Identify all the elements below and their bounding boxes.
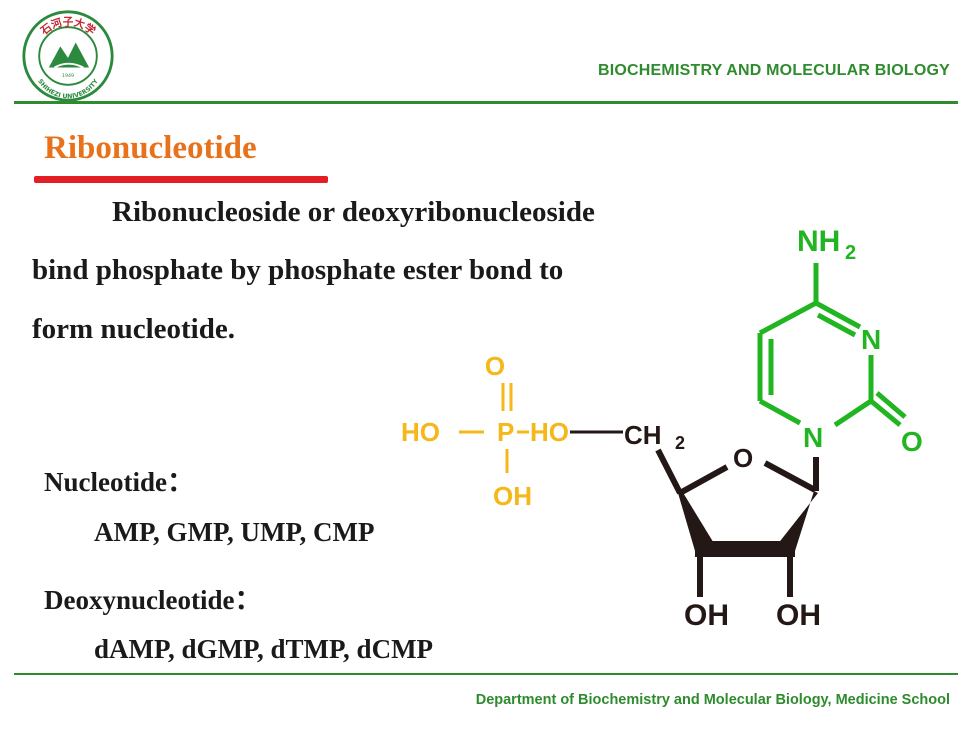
nucleotide-items: AMP, GMP, UMP, CMP [94, 517, 375, 547]
ch2-subscript: 2 [675, 433, 685, 453]
header-title: BIOCHEMISTRY AND MOLECULAR BIOLOGY [598, 62, 950, 79]
ring-oxygen: O [733, 443, 753, 473]
phosphate-group: O HO P HO OH [401, 351, 569, 511]
phosphate-ho-right: HO [530, 417, 569, 447]
slide-title: Ribonucleotide [44, 130, 257, 166]
sugar-oh-right: OH [776, 599, 821, 632]
university-logo-icon: 石河子大学 SHIHEZI UNIVERSITY 1949 [22, 10, 114, 102]
logo-year: 1949 [62, 73, 74, 79]
nucleotide-label: Nucleotide： [44, 467, 194, 497]
phosphate-o-top: O [485, 351, 505, 381]
ribose-sugar: CH 2 O OH OH [570, 420, 821, 632]
deoxynucleotide-label: Deoxynucleotide： [44, 585, 262, 615]
paragraph-line-1: Ribonucleoside or deoxyribonucleoside [112, 196, 595, 228]
base-n-bottom: N [803, 422, 823, 453]
title-underline [34, 176, 328, 183]
phosphate-ho-left: HO [401, 417, 440, 447]
phosphate-oh-bottom: OH [493, 481, 532, 511]
base-carbonyl-o: O [901, 426, 923, 457]
cmp-structure-diagram: O HO P HO OH CH 2 O OH OH NH 2 N [401, 225, 923, 632]
cytosine-base: NH 2 N N O [757, 225, 923, 457]
footer-divider [14, 673, 958, 675]
nh2-label: NH [797, 225, 840, 258]
phosphate-p: P [497, 417, 514, 447]
header-divider [14, 101, 958, 104]
nh2-subscript: 2 [845, 242, 856, 264]
deoxynucleotide-items: dAMP, dGMP, dTMP, dCMP [94, 634, 434, 664]
paragraph-line-2: bind phosphate by phosphate ester bond t… [32, 254, 564, 286]
ch2-label: CH [624, 420, 662, 450]
sugar-oh-left: OH [684, 599, 729, 632]
footer-text: Department of Biochemistry and Molecular… [475, 692, 950, 708]
paragraph-line-3: form nucleotide. [32, 313, 235, 345]
base-n-top: N [861, 324, 881, 355]
